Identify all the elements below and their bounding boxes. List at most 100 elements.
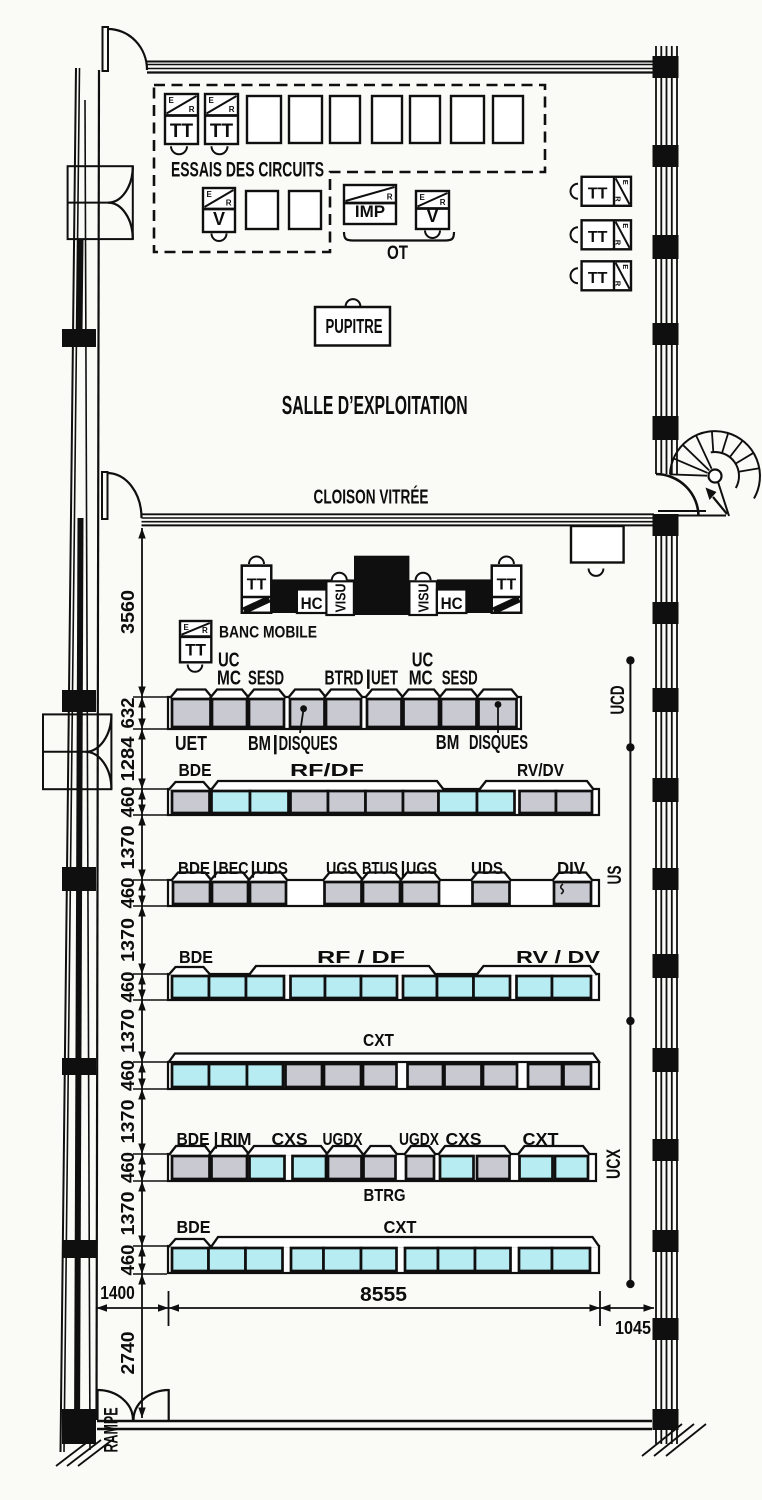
svg-text:DIV: DIV xyxy=(557,858,585,878)
svg-text:RF / DF: RF / DF xyxy=(317,947,405,967)
svg-text:BDE: BDE xyxy=(178,858,210,878)
svg-text:BDE: BDE xyxy=(179,947,213,967)
svg-text:BDE: BDE xyxy=(177,1129,210,1149)
svg-text:2740: 2740 xyxy=(117,1332,138,1375)
svg-text:BANC MOBILE: BANC MOBILE xyxy=(219,623,317,642)
svg-text:UGS: UGS xyxy=(326,858,357,878)
svg-text:HC: HC xyxy=(301,594,323,613)
svg-text:3560: 3560 xyxy=(117,590,138,634)
svg-text:1370: 1370 xyxy=(117,1192,138,1236)
svg-text:BTRG: BTRG xyxy=(364,1185,406,1205)
svg-text:TT: TT xyxy=(497,577,517,594)
svg-text:MC: MC xyxy=(217,668,241,690)
svg-text:UGDX: UGDX xyxy=(323,1129,363,1149)
svg-text:CXT: CXT xyxy=(523,1129,559,1149)
svg-text:DISQUES: DISQUES xyxy=(469,732,528,754)
svg-text:E: E xyxy=(169,96,175,105)
svg-text:E: E xyxy=(621,223,630,228)
svg-text:UET: UET xyxy=(175,733,207,755)
svg-text:E: E xyxy=(420,193,426,202)
svg-text:460: 460 xyxy=(117,1060,138,1091)
svg-text:CXT: CXT xyxy=(363,1030,394,1050)
svg-text:E: E xyxy=(621,180,630,185)
svg-text:TT: TT xyxy=(210,121,234,142)
svg-text:DISQUES: DISQUES xyxy=(279,733,338,755)
svg-text:460: 460 xyxy=(117,1152,138,1183)
svg-text:TT: TT xyxy=(588,229,608,246)
svg-text:|: | xyxy=(273,733,279,755)
svg-text:1370: 1370 xyxy=(117,1009,138,1053)
svg-text:1370: 1370 xyxy=(117,826,138,870)
svg-text:E: E xyxy=(209,96,215,105)
svg-text:1370: 1370 xyxy=(117,918,138,962)
svg-text:R: R xyxy=(229,105,235,114)
svg-text:UCD: UCD xyxy=(608,686,629,715)
svg-text:SALLE D’EXPLOITATION: SALLE D’EXPLOITATION xyxy=(282,390,468,420)
svg-text:1370: 1370 xyxy=(117,1100,138,1144)
svg-text:UDS: UDS xyxy=(471,858,503,878)
svg-text:CXS: CXS xyxy=(272,1129,308,1149)
svg-text:TT: TT xyxy=(185,640,206,659)
svg-text:V: V xyxy=(213,209,225,229)
svg-text:|: | xyxy=(213,858,218,878)
svg-text:R: R xyxy=(202,626,208,635)
svg-text:R: R xyxy=(614,196,623,202)
svg-text:BM: BM xyxy=(436,732,460,754)
svg-text:BM: BM xyxy=(248,733,271,755)
svg-text:R: R xyxy=(614,281,623,287)
svg-text:RIM: RIM xyxy=(221,1129,252,1149)
svg-text:HC: HC xyxy=(441,594,463,613)
svg-text:460: 460 xyxy=(117,972,138,1003)
svg-text:PUPITRE: PUPITRE xyxy=(326,316,383,338)
svg-text:BDE: BDE xyxy=(179,760,212,780)
svg-text:BEC: BEC xyxy=(219,858,249,878)
svg-text:460: 460 xyxy=(117,878,138,909)
svg-text:VISU: VISU xyxy=(416,584,433,613)
svg-text:UET: UET xyxy=(371,668,398,690)
svg-text:RV / DV: RV / DV xyxy=(516,947,600,967)
svg-text:R: R xyxy=(440,198,446,207)
svg-text:R: R xyxy=(226,199,232,208)
svg-text:CXT: CXT xyxy=(384,1217,417,1237)
svg-text:TT: TT xyxy=(247,577,267,594)
svg-text:UGDX: UGDX xyxy=(399,1129,439,1149)
svg-text:8555: 8555 xyxy=(360,1284,407,1306)
svg-text:TT: TT xyxy=(588,185,608,202)
svg-text:UC: UC xyxy=(412,650,434,672)
svg-text:E: E xyxy=(621,264,630,269)
svg-text:RV/DV: RV/DV xyxy=(517,760,564,780)
svg-text:ESSAIS DES CIRCUITS: ESSAIS DES CIRCUITS xyxy=(171,158,324,182)
svg-text:CLOISON VITRÉE: CLOISON VITRÉE xyxy=(314,486,429,509)
svg-text:UDS: UDS xyxy=(256,858,288,878)
svg-text:1045: 1045 xyxy=(615,1317,651,1338)
svg-text:E: E xyxy=(184,623,190,632)
svg-text:SESD: SESD xyxy=(442,668,478,690)
svg-text:|: | xyxy=(366,668,372,690)
svg-text:460: 460 xyxy=(117,787,138,818)
svg-text:1284: 1284 xyxy=(117,736,138,782)
svg-text:TT: TT xyxy=(588,270,608,287)
svg-text:|: | xyxy=(251,858,256,878)
svg-text:OT: OT xyxy=(387,243,408,264)
svg-text:460: 460 xyxy=(117,1245,138,1276)
svg-text:E: E xyxy=(207,190,213,199)
svg-text:IMP: IMP xyxy=(355,202,385,221)
svg-text:UCX: UCX xyxy=(604,1149,625,1179)
svg-text:BTRD: BTRD xyxy=(325,668,364,690)
svg-text:MC: MC xyxy=(409,668,433,690)
svg-text:V: V xyxy=(426,206,438,226)
svg-text:CXS: CXS xyxy=(446,1129,482,1149)
svg-text:US: US xyxy=(605,866,626,885)
svg-text:TT: TT xyxy=(170,121,194,142)
svg-text:|: | xyxy=(214,1129,219,1149)
svg-text:VISU: VISU xyxy=(333,584,350,613)
svg-text:RF/DF: RF/DF xyxy=(290,760,364,780)
svg-text:R: R xyxy=(189,105,195,114)
svg-text:BTUS: BTUS xyxy=(362,858,398,878)
svg-text:SESD: SESD xyxy=(248,668,284,690)
svg-text:632: 632 xyxy=(117,698,138,729)
svg-text:R: R xyxy=(387,193,393,202)
svg-text:RAMPE: RAMPE xyxy=(101,1408,123,1453)
svg-text:BDE: BDE xyxy=(177,1217,211,1237)
svg-text:|: | xyxy=(401,858,406,878)
